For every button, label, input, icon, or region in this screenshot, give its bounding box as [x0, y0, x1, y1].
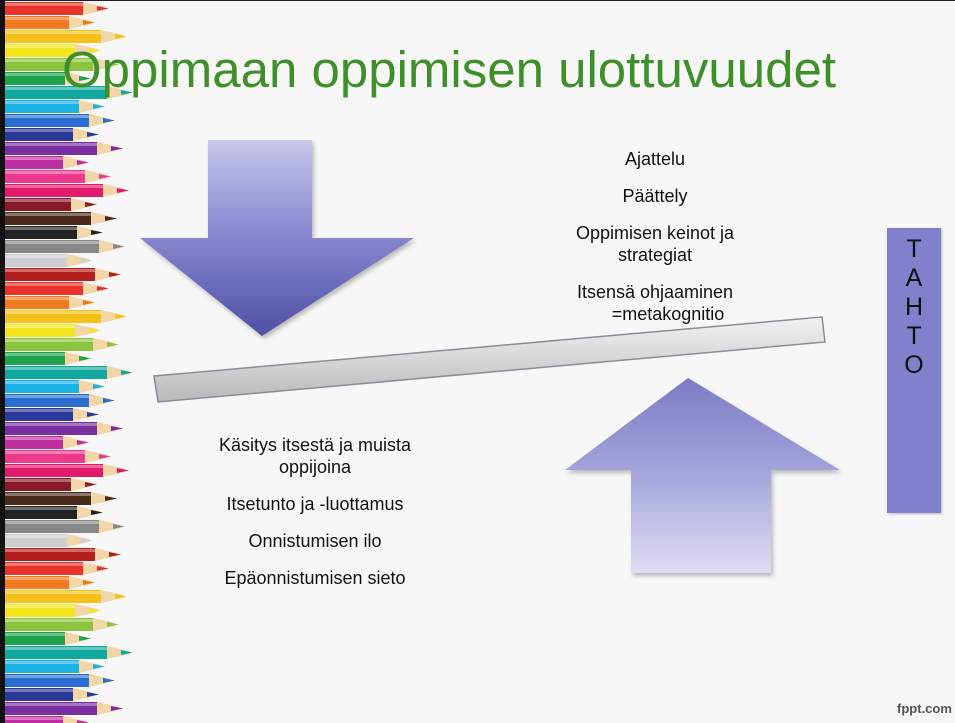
pencil	[5, 338, 119, 351]
lower-text-block: Käsitys itsestä ja muista oppijoina Itse…	[165, 434, 465, 604]
pencil	[5, 618, 119, 631]
pencil	[5, 478, 97, 491]
pencils-decoration-icon	[5, 2, 133, 723]
pencil	[5, 212, 117, 225]
upper-item-self-direction-line1: Itsensä ohjaaminen	[576, 282, 734, 302]
pencil	[5, 2, 109, 15]
pencil	[5, 170, 111, 183]
upper-item-self-direction-line2: =metakognitio	[611, 304, 725, 324]
pencil	[5, 716, 89, 723]
side-label-letter: O	[904, 351, 924, 379]
pencil	[5, 44, 101, 57]
pencil	[5, 254, 93, 267]
watermark: fppt.com	[897, 701, 952, 716]
pencil	[5, 310, 127, 323]
pencil	[5, 422, 123, 435]
up-arrow-icon	[565, 378, 840, 573]
pencil	[5, 450, 111, 463]
pencil	[5, 660, 105, 673]
left-border	[0, 0, 5, 723]
pencil	[5, 576, 95, 589]
pencil	[5, 30, 127, 43]
pencil	[5, 282, 109, 295]
pencil	[5, 16, 95, 29]
pencil	[5, 632, 91, 645]
pencil	[5, 534, 93, 547]
side-label-letter: A	[905, 264, 923, 292]
pencil	[5, 408, 99, 421]
upper-item-thinking: Ajattelu	[624, 149, 686, 169]
pencil	[5, 562, 109, 575]
pencil	[5, 156, 89, 169]
pencil	[5, 100, 105, 113]
pencil	[5, 380, 105, 393]
pencil	[5, 464, 129, 477]
side-label-letter: T	[906, 322, 922, 350]
pencil	[5, 702, 123, 715]
pencil	[5, 674, 115, 687]
pencil	[5, 184, 129, 197]
side-label-letter: T	[906, 235, 922, 263]
lower-item-self-esteem: Itsetunto ja -luottamus	[226, 494, 404, 514]
pencil	[5, 646, 133, 659]
pencil	[5, 436, 89, 449]
balance-bar	[153, 316, 826, 403]
pencil	[5, 324, 101, 337]
top-border	[0, 0, 955, 1]
lower-item-failure-tolerance: Epäonnistumisen sieto	[224, 568, 406, 588]
pencil	[5, 128, 99, 141]
pencil	[5, 520, 125, 533]
down-arrow-icon	[140, 140, 414, 336]
pencil	[5, 394, 115, 407]
pencil	[5, 296, 95, 309]
pencil	[5, 506, 103, 519]
pencil	[5, 590, 127, 603]
pencil	[5, 240, 125, 253]
side-label-letter: H	[904, 293, 924, 321]
pencil	[5, 366, 133, 379]
pencil	[5, 548, 121, 561]
lower-item-self-concept-line2: oppijoina	[278, 457, 352, 477]
pencil	[5, 268, 121, 281]
upper-item-strategies-line1: Oppimisen keinot ja	[575, 223, 735, 243]
upper-item-reasoning: Päättely	[622, 186, 688, 206]
pencil	[5, 604, 101, 617]
lower-item-self-concept-line1: Käsitys itsestä ja muista	[218, 435, 412, 455]
pencil	[5, 226, 103, 239]
pencil	[5, 114, 115, 127]
pencil	[5, 198, 97, 211]
upper-item-strategies-line2: strategiat	[617, 245, 693, 265]
pencil	[5, 492, 117, 505]
pencil	[5, 352, 91, 365]
slide-title: Oppimaan oppimisen ulottuvuudet	[62, 41, 836, 98]
side-label-box: T A H T O	[887, 228, 941, 513]
pencil	[5, 688, 99, 701]
pencil	[5, 142, 123, 155]
lower-item-joy-of-success: Onnistumisen ilo	[248, 531, 382, 551]
pencil	[5, 72, 91, 85]
upper-text-block: Ajattelu Päättely Oppimisen keinot ja st…	[540, 148, 770, 340]
pencil	[5, 58, 119, 71]
pencil	[5, 86, 133, 99]
